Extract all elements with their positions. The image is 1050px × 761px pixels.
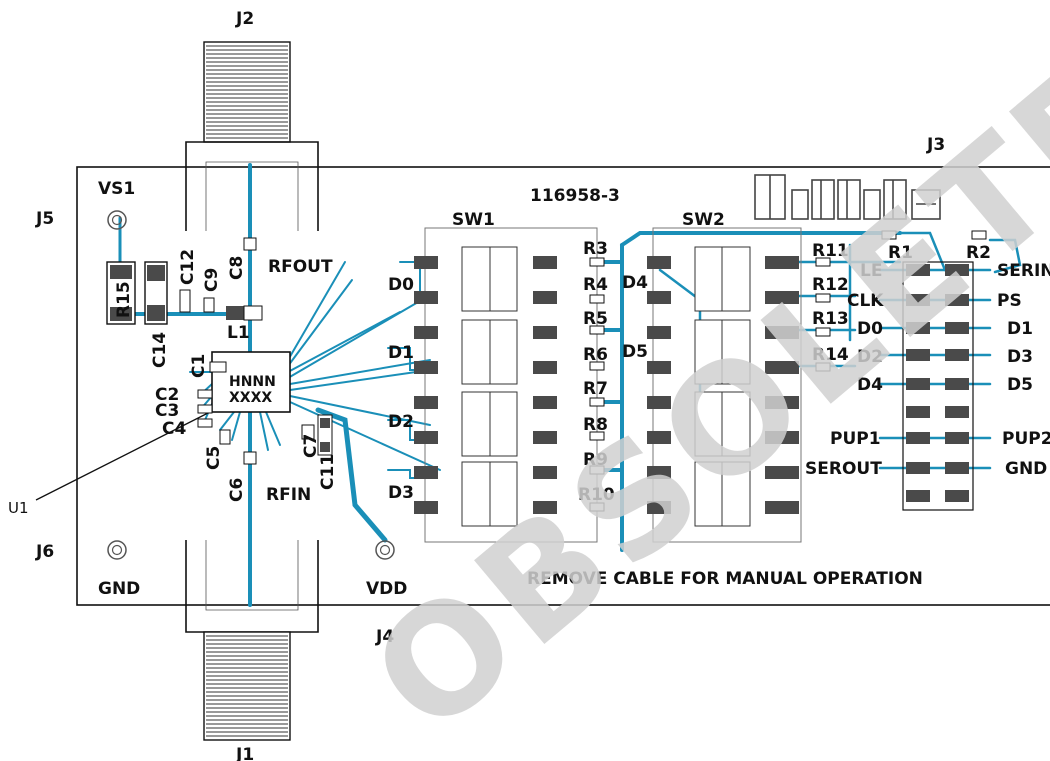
j1-label: J1	[235, 745, 254, 761]
r4-label: R4	[583, 275, 608, 295]
sw2-dip-switch	[647, 227, 987, 543]
j3-serin-label: SERIN	[997, 261, 1050, 281]
c8-label: C8	[227, 256, 247, 280]
j3-header	[902, 261, 974, 511]
c6-label: C6	[227, 478, 247, 502]
j2-connector	[185, 41, 319, 231]
r12-label: R12	[812, 275, 849, 295]
c7-label: C7	[301, 434, 321, 458]
chip-line2: XXXX	[229, 390, 272, 406]
r1-label: R1	[888, 243, 913, 263]
manual-operation-note: REMOVE CABLE FOR MANUAL OPERATION	[527, 569, 923, 589]
sw1-d1-label: D1	[388, 343, 414, 363]
c4-label: C4	[162, 419, 186, 439]
j3-gnd-label: GND	[1005, 459, 1047, 479]
rfin-label: RFIN	[266, 485, 311, 505]
r11-label: R11	[812, 241, 849, 261]
u1-leader-line	[35, 411, 211, 501]
rfout-label: RFOUT	[268, 257, 333, 277]
r5-label: R5	[583, 309, 608, 329]
sw2-label: SW2	[682, 210, 725, 230]
gnd-testpoint	[107, 540, 127, 560]
u1-label: U1	[8, 499, 29, 517]
vdd-label: VDD	[366, 579, 407, 599]
j2-label: J2	[235, 9, 254, 29]
j3-d2-label: D2	[857, 347, 883, 367]
c5-label: C5	[204, 446, 224, 470]
l1-label: L1	[227, 323, 250, 343]
sw1-label: SW1	[452, 210, 495, 230]
j6-label: J6	[35, 542, 54, 562]
chip-line1: HNNN	[229, 374, 276, 390]
sw1-d2-label: D2	[388, 412, 414, 432]
j3-serout-label: SEROUT	[805, 459, 882, 479]
j3-pup1-label: PUP1	[830, 429, 881, 449]
hittite-logo	[754, 174, 941, 220]
left-components	[106, 237, 333, 465]
j3-d0-label: D0	[857, 319, 883, 339]
r2-label: R2	[966, 243, 991, 263]
obsolete-watermark: OBSOLETE	[341, 27, 1050, 761]
j3-d1-label: D1	[1007, 319, 1033, 339]
j3-le-label: LE	[860, 261, 882, 281]
r7-label: R7	[583, 379, 608, 399]
vs1-testpoint	[107, 210, 127, 230]
sw1-d3-label: D3	[388, 483, 414, 503]
vdd-testpoint	[375, 540, 395, 560]
r3-label: R3	[583, 239, 608, 259]
c9-label: C9	[202, 268, 222, 292]
j1-connector	[185, 540, 319, 741]
c3-label: C3	[155, 401, 179, 421]
j3-d4-label: D4	[857, 375, 883, 395]
j3-d5-label: D5	[1007, 375, 1033, 395]
sw1-d0-label: D0	[388, 275, 414, 295]
c14-label: C14	[150, 332, 170, 368]
c12-label: C12	[178, 249, 198, 285]
text-labels: J2 J1 J3 J4 J5 J6 VS1 GND VDD RFOUT RFIN…	[8, 9, 1050, 761]
c11-label: C11	[318, 454, 338, 490]
r15-label: R15	[114, 281, 134, 318]
board-outline	[76, 166, 1050, 606]
r9-label: R9	[583, 450, 608, 470]
j4-label: J4	[375, 627, 394, 647]
r8-label: R8	[583, 415, 608, 435]
part-number: 116958-3	[530, 186, 620, 206]
j3-ps-label: PS	[997, 291, 1022, 311]
j5-label: J5	[35, 209, 54, 229]
r10-label: R10	[578, 485, 615, 505]
vs1-label: VS1	[98, 179, 135, 199]
sw1-dip-switch	[414, 227, 605, 543]
sw2-d4-label: D4	[622, 273, 648, 293]
gnd-port-label: GND	[98, 579, 140, 599]
r6-label: R6	[583, 345, 608, 365]
sw2-d5-label: D5	[622, 342, 648, 362]
u1-chip: HNNN XXXX	[211, 351, 291, 413]
r13-label: R13	[812, 309, 849, 329]
j3-pup2-label: PUP2	[1002, 429, 1050, 449]
j3-d3-label: D3	[1007, 347, 1033, 367]
c1-label: C1	[189, 354, 209, 378]
j3-clk-label: CLK	[847, 291, 884, 311]
r14-label: R14	[812, 345, 849, 365]
c2-label: C2	[155, 385, 179, 405]
j3-label: J3	[926, 135, 945, 155]
